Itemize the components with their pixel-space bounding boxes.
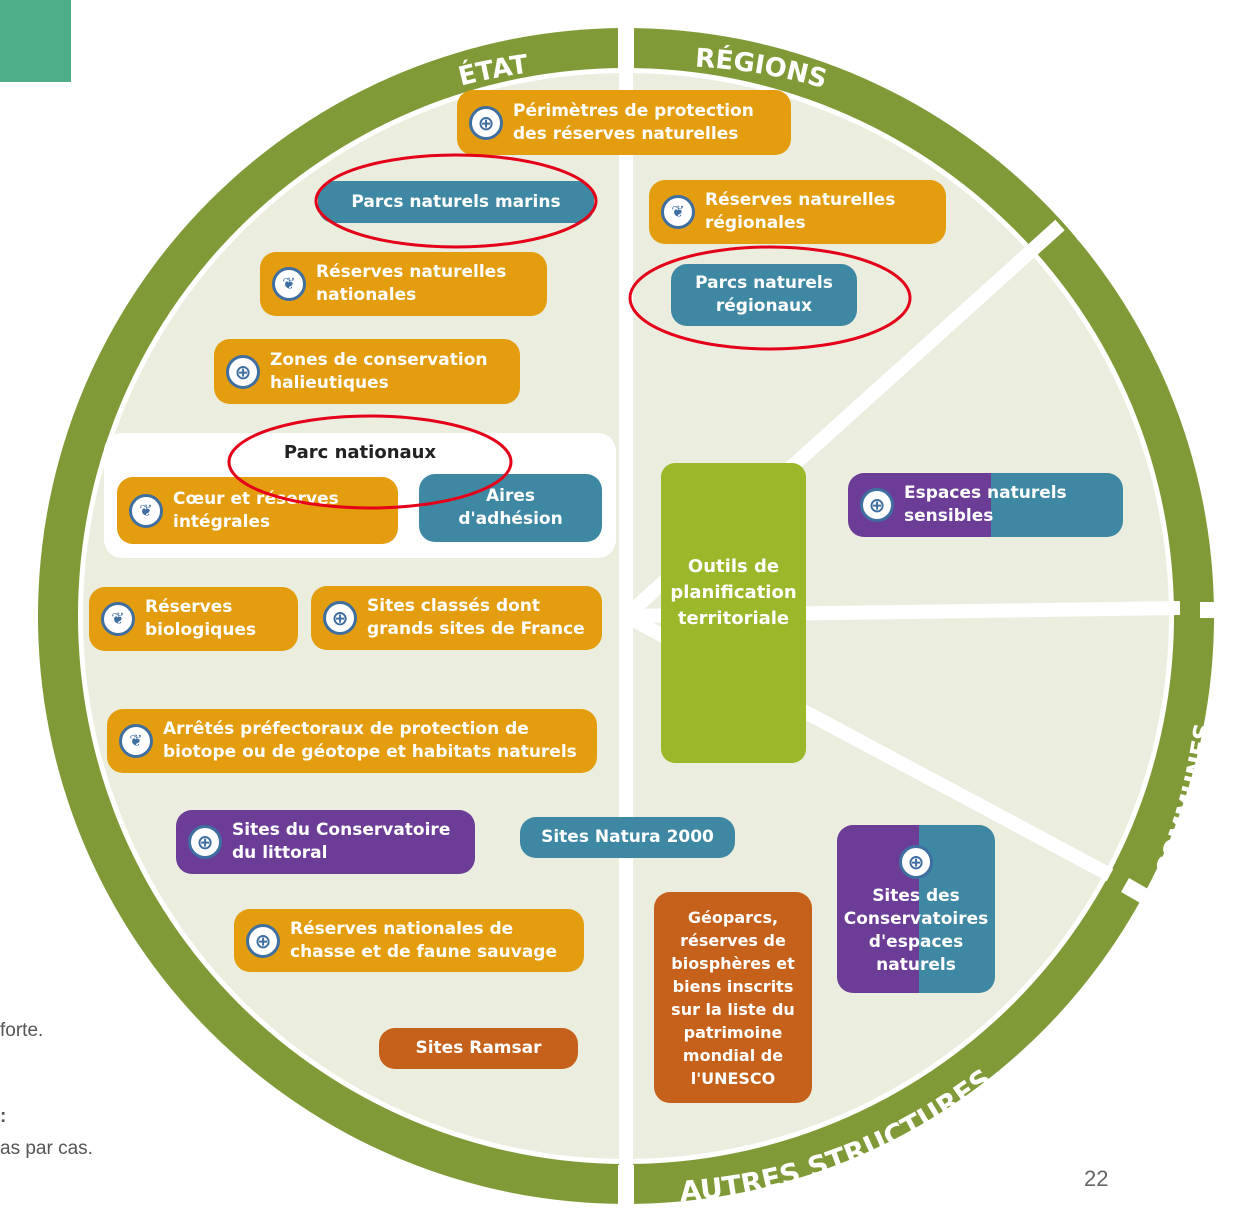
box-sites-classes: Sites classés dont grands sites de Franc… [311, 586, 602, 650]
box-label: Réserves biologiques [145, 597, 257, 640]
box-label: Aires d'adhésion [458, 486, 563, 529]
hands-icon [119, 724, 153, 758]
box-label: Réserves naturelles nationales [316, 262, 507, 305]
box-sites-ramsar: Sites Ramsar [379, 1028, 578, 1069]
box-label: Réserves naturelles régionales [705, 190, 896, 233]
box-label: Arrêtés préfectoraux de protection de bi… [163, 719, 577, 762]
parc-nationaux-title: Parc nationaux [283, 442, 437, 463]
box-perimetres: Périmètres de protection des réserves na… [457, 90, 791, 155]
box-label: Réserves nationales de chasse et de faun… [290, 918, 557, 962]
box-outils-planification: Outils de planification territoriale [661, 463, 806, 763]
box-label: Sites Natura 2000 [541, 827, 714, 847]
magnifier-icon [323, 601, 357, 635]
magnifier-icon [860, 488, 894, 522]
box-aires-adhesion: Aires d'adhésion [419, 474, 602, 542]
hands-icon [272, 267, 306, 301]
box-conservatoires-espaces: Sites des Conservatoires d'espaces natur… [837, 825, 995, 993]
ring-gaps [618, 20, 1230, 1215]
box-label: Sites Ramsar [415, 1038, 542, 1058]
box-label: Parcs naturels régionaux [695, 273, 833, 316]
hands-icon [661, 195, 695, 229]
hands-icon [129, 493, 163, 528]
corner-accent [0, 0, 71, 82]
box-label: Sites classés dont grands sites de Franc… [367, 596, 585, 639]
box-reserves-nationales: Réserves naturelles nationales [260, 252, 547, 316]
side-text-3: as par cas. [0, 1138, 93, 1159]
side-text-1: forte. [0, 1020, 44, 1041]
box-label: Zones de conservation halieutiques [270, 349, 488, 393]
box-parcs-marins: Parcs naturels marins [318, 181, 594, 223]
box-label: Périmètres de protection des réserves na… [513, 100, 754, 144]
box-geoparcs: Géoparcs, réserves de biosphères et bien… [654, 892, 812, 1103]
box-label: Sites des Conservatoires d'espaces natur… [843, 886, 989, 975]
box-conservatoire-littoral: Sites du Conservatoire du littoral [176, 810, 475, 874]
side-text-2: : [0, 1106, 7, 1127]
box-reserves-chasse: Réserves nationales de chasse et de faun… [234, 909, 584, 972]
box-label: Cœur et réserves intégrales [173, 488, 339, 532]
magnifier-icon [226, 354, 260, 389]
box-coeur: Cœur et réserves intégrales [117, 477, 398, 544]
magnifier-icon [469, 105, 503, 140]
box-label: Sites du Conservatoire du littoral [232, 820, 451, 863]
box-parcs-regionaux: Parcs naturels régionaux [671, 264, 857, 326]
box-label: Parcs naturels marins [351, 191, 561, 212]
magnifier-icon [246, 923, 280, 958]
box-reserves-regionales: Réserves naturelles régionales [649, 180, 946, 244]
box-espaces-sensibles: Espaces naturels sensibles [848, 473, 1123, 537]
magnifier-icon [899, 845, 933, 879]
hands-icon [101, 602, 135, 636]
box-label: Géoparcs, réserves de biosphères et bien… [671, 907, 795, 1088]
box-zones-conservation: Zones de conservation halieutiques [214, 339, 520, 404]
box-reserves-biologiques: Réserves biologiques [89, 587, 298, 651]
box-natura-2000: Sites Natura 2000 [520, 817, 735, 858]
box-label: Espaces naturels sensibles [904, 483, 1067, 526]
magnifier-icon [188, 825, 222, 859]
box-arretes: Arrêtés préfectoraux de protection de bi… [107, 709, 597, 773]
page-number: 22 [1084, 1166, 1109, 1191]
